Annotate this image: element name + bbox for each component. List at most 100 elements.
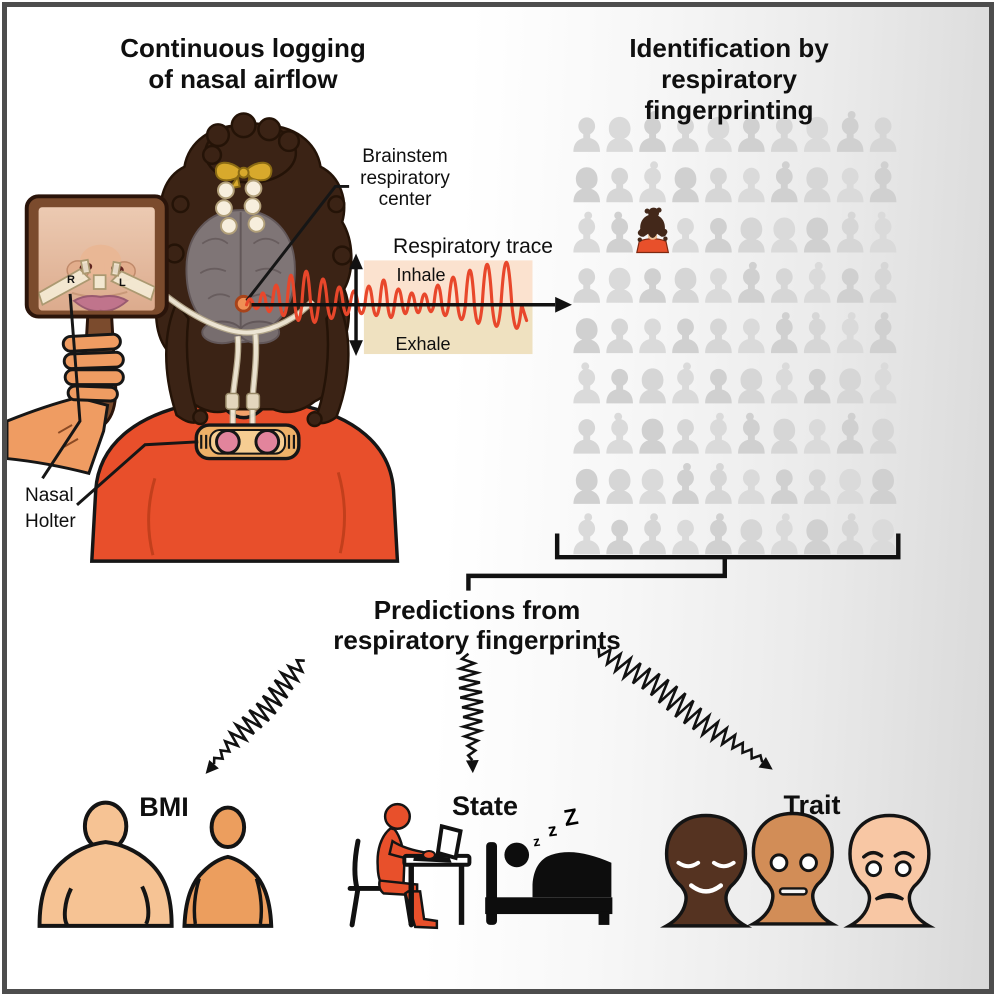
person-silhouette-icon — [639, 318, 666, 354]
respiratory-trace-waveform — [245, 261, 529, 330]
bracket-connector — [466, 557, 727, 591]
person-silhouette-icon — [573, 513, 601, 555]
sleeping-person-bed-icon — [485, 842, 613, 925]
person-silhouette-icon — [803, 368, 831, 404]
person-silhouette-icon — [672, 462, 699, 504]
person-silhouette-icon — [771, 362, 798, 404]
person-silhouette-icon — [836, 513, 864, 555]
person-silhouette-icon — [869, 261, 897, 303]
person-silhouette-icon — [705, 268, 732, 303]
trait-label: Trait — [783, 790, 841, 820]
person-silhouette-icon — [771, 469, 798, 504]
person-silhouette-icon — [803, 469, 831, 504]
bmi-label: BMI — [139, 792, 189, 822]
cannula-in-photo — [38, 258, 155, 307]
person-silhouette-icon — [606, 167, 633, 203]
slim-body-icon — [182, 805, 274, 928]
person-silhouette-icon — [705, 167, 732, 203]
person-silhouette-icon — [771, 312, 798, 354]
person-silhouette-icon — [606, 519, 633, 555]
down-arrowhead-icon — [349, 340, 363, 357]
shirt-fold — [147, 477, 157, 556]
person-silhouette-icon — [836, 268, 864, 303]
forearm — [7, 395, 110, 476]
person-silhouette-icon — [672, 419, 699, 454]
holding-hand-icon — [7, 332, 125, 476]
brainstem-label: Brainstem respiratory center — [360, 146, 450, 210]
person-silhouette-icon — [573, 268, 601, 303]
person-silhouette-icon — [606, 412, 633, 454]
person-silhouette-icon — [672, 362, 699, 404]
person-silhouette-icon — [738, 167, 765, 203]
person-silhouette-icon — [738, 469, 765, 504]
respiratory-trace-label: Respiratory trace — [393, 235, 553, 258]
person-silhouette-icon — [606, 368, 633, 404]
person-silhouette-icon — [803, 261, 831, 303]
person-silhouette-icon — [803, 312, 831, 354]
exhale-label: Exhale — [395, 334, 451, 354]
person-silhouette-icon — [672, 167, 699, 203]
person-silhouette-icon — [573, 318, 601, 354]
state-label: State — [451, 791, 519, 821]
holter-pointer-line-mirror — [41, 293, 82, 480]
prediction-arrows — [205, 647, 773, 774]
person-silhouette-icon — [803, 167, 831, 203]
person-silhouette-icon — [869, 211, 897, 253]
mirror-photo-nose — [38, 207, 155, 311]
pointer-lines — [41, 184, 350, 507]
person-silhouette-icon — [836, 412, 864, 454]
person-silhouette-icon — [705, 462, 732, 504]
person-silhouette-icon — [705, 368, 732, 404]
person-silhouette-icon — [836, 468, 864, 504]
nasal-holter-device-icon — [194, 423, 301, 461]
axis-arrowhead-icon — [555, 296, 572, 313]
crowd-grid — [573, 111, 897, 555]
person-silhouette-icon — [672, 267, 699, 303]
person-silhouette-icon — [803, 419, 831, 454]
person-silhouette-icon — [573, 468, 601, 504]
person-silhouette-icon — [869, 519, 897, 555]
person-silhouette-icon — [606, 211, 633, 253]
person-silhouette-icon — [803, 217, 831, 253]
person-silhouette-icon — [639, 418, 666, 454]
person-silhouette-icon — [803, 519, 831, 555]
person-silhouette-icon — [705, 318, 732, 354]
squiggle-arrowhead-icon — [465, 760, 479, 774]
person-silhouette-icon — [573, 117, 601, 152]
person-silhouette-icon — [639, 268, 666, 303]
illustration-canvas — [7, 111, 936, 930]
worried-face-icon — [843, 813, 936, 928]
person-silhouette-icon — [573, 362, 601, 404]
person-silhouette-icon — [738, 318, 765, 354]
calm-face-icon — [659, 813, 753, 928]
panel-logging-title: Continuous logging of nasal airflow — [120, 33, 366, 94]
person-silhouette-icon — [738, 519, 765, 555]
person-silhouette-icon — [606, 468, 633, 504]
nasal-holter-label: Nasal Holter — [25, 485, 76, 532]
squiggle-arrowhead-icon — [758, 756, 773, 770]
bmi-icons — [37, 800, 274, 928]
holter-pointer-line-device — [76, 440, 199, 507]
person-silhouette-icon — [573, 419, 601, 454]
person-silhouette-icon — [573, 211, 601, 253]
person-silhouette-icon — [705, 217, 732, 253]
person-silhouette-icon — [606, 318, 633, 354]
brainstem-pointer-line — [245, 184, 350, 302]
crowd-bracket — [554, 533, 901, 560]
inhale-label: Inhale — [396, 265, 446, 285]
person-silhouette-icon — [771, 418, 798, 454]
person-silhouette-icon — [639, 161, 666, 203]
squiggle-arrow — [212, 658, 305, 765]
highlighted-subject-icon — [636, 206, 669, 254]
person-silhouette-icon — [869, 418, 897, 454]
person-silhouette-icon — [672, 217, 699, 253]
person-silhouette-icon — [771, 217, 798, 253]
person-silhouette-icon — [738, 368, 765, 404]
person-silhouette-icon — [639, 368, 666, 404]
person-silhouette-icon — [606, 267, 633, 303]
person-silhouette-icon — [705, 513, 732, 555]
up-arrowhead-icon — [349, 253, 363, 270]
person-silhouette-icon — [836, 312, 864, 354]
person-silhouette-icon — [738, 217, 765, 253]
pearl-hair-beads-icon — [215, 179, 266, 235]
